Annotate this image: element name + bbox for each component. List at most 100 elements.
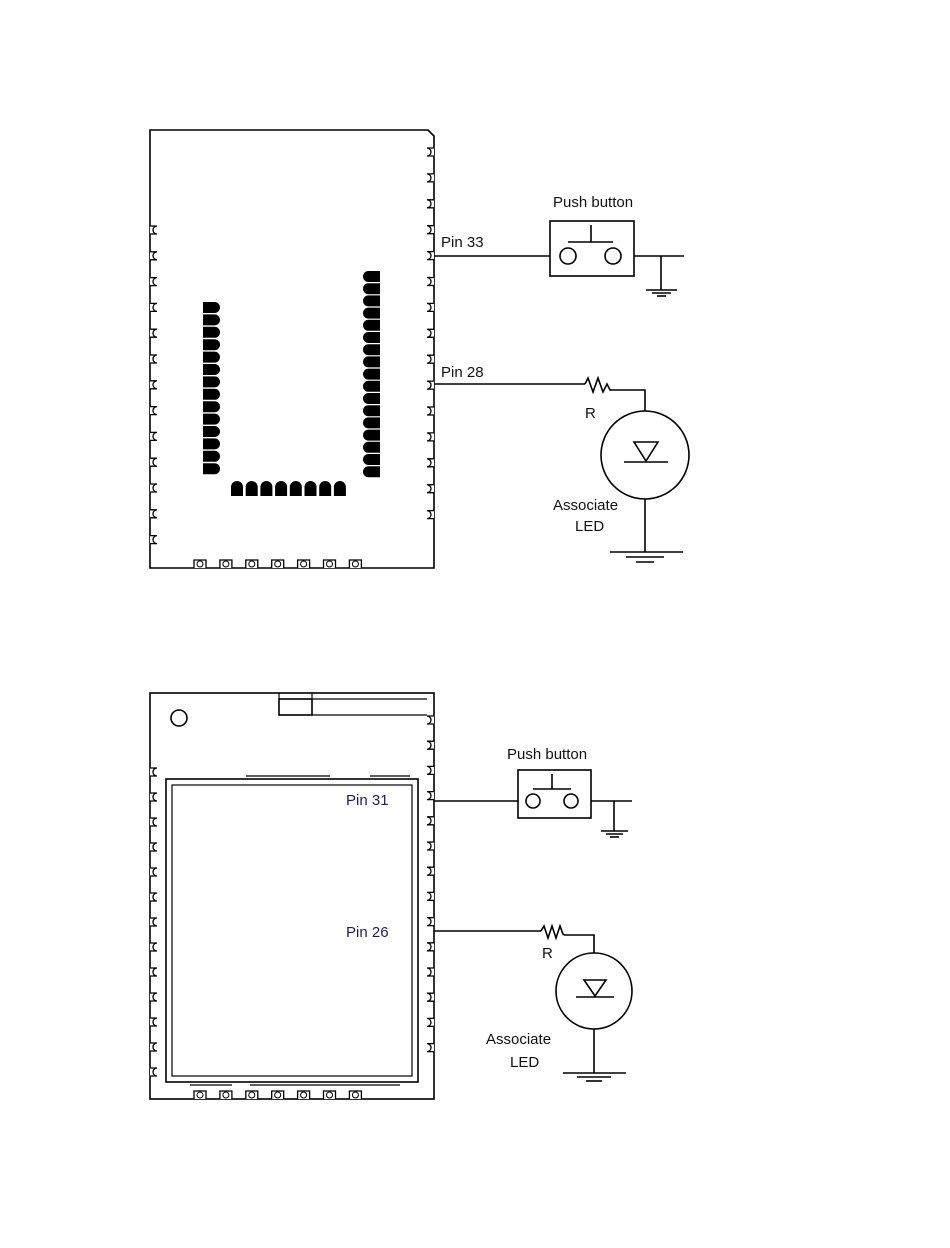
castellated-pad	[427, 943, 434, 951]
inner-pad	[203, 414, 220, 425]
castellated-pad	[427, 918, 434, 926]
castellated-pad	[427, 381, 434, 389]
castellated-pad	[150, 993, 157, 1001]
inner-pad	[203, 426, 220, 437]
inner-pad	[363, 369, 380, 380]
castellated-pad	[150, 943, 157, 951]
castellated-pad	[427, 842, 434, 850]
castellated-pad	[150, 252, 157, 260]
module-bottom-antenna-pad	[279, 699, 312, 715]
led-top	[601, 411, 689, 499]
inner-pad	[203, 352, 220, 363]
led-bottom-label-line1: Associate	[486, 1031, 551, 1048]
castellated-pad	[150, 355, 157, 363]
inner-pad	[203, 364, 220, 375]
resistor-bottom	[541, 926, 564, 938]
castellated-pad	[427, 817, 434, 825]
resistor-top-label: R	[585, 405, 596, 422]
inner-pad	[203, 451, 220, 462]
inner-pad	[363, 430, 380, 441]
inner-pad	[203, 389, 220, 400]
ground-symbol-top-led	[610, 552, 683, 562]
castellated-pad	[427, 355, 434, 363]
inner-pad	[319, 481, 331, 496]
push-button-label-bottom: Push button	[507, 746, 587, 763]
inner-pad	[363, 308, 380, 319]
module-top	[150, 130, 434, 568]
ground-symbol-top-button	[646, 290, 677, 296]
castellated-pad	[427, 433, 434, 441]
castellated-pad	[427, 716, 434, 724]
module-bottom-mount-hole	[171, 710, 187, 726]
castellated-pad	[427, 867, 434, 875]
castellated-pad	[150, 768, 157, 776]
push-button-label-top: Push button	[553, 194, 633, 211]
ground-symbol-bottom-button	[601, 831, 628, 837]
castellated-pad	[427, 407, 434, 415]
castellated-pad	[427, 329, 434, 337]
castellated-pad	[427, 511, 434, 519]
inner-pad	[363, 332, 380, 343]
castellated-pad	[427, 485, 434, 493]
inner-pad	[363, 417, 380, 428]
resistor-top-lead	[610, 390, 645, 411]
castellated-pad	[427, 792, 434, 800]
module-bottom-bottom-pads	[194, 1091, 361, 1099]
inner-pad	[334, 481, 346, 496]
led-bottom-label-line2: LED	[510, 1054, 539, 1071]
inner-pad	[203, 339, 220, 350]
castellated-pad	[150, 843, 157, 851]
inner-pad	[290, 481, 302, 496]
inner-pad	[363, 271, 380, 282]
module-top-inner-bottom-pads	[231, 481, 346, 496]
module-top-inner-left-pads	[203, 302, 220, 474]
module-bottom-left-pads	[150, 768, 157, 1076]
module-top-outline	[150, 130, 434, 568]
inner-pad	[275, 481, 287, 496]
castellated-pad	[150, 918, 157, 926]
castellated-pad	[150, 818, 157, 826]
inner-pad	[203, 376, 220, 387]
inner-pad	[363, 405, 380, 416]
castellated-pad	[150, 793, 157, 801]
castellated-pad	[427, 148, 434, 156]
castellated-pad	[150, 226, 157, 234]
module-top-bottom-pads	[194, 560, 361, 568]
castellated-pad	[427, 459, 434, 467]
pin-33-label: Pin 33	[441, 234, 484, 251]
castellated-pad	[427, 766, 434, 774]
castellated-pad	[150, 1043, 157, 1051]
castellated-pad	[427, 1018, 434, 1026]
inner-pad	[363, 454, 380, 465]
push-button-bottom	[518, 770, 591, 818]
inner-pad	[363, 442, 380, 453]
castellated-pad	[427, 993, 434, 1001]
castellated-pad	[150, 868, 157, 876]
inner-pad	[363, 320, 380, 331]
castellated-pad	[150, 303, 157, 311]
module-top-inner-right-pads	[363, 271, 380, 477]
pin-28-label: Pin 28	[441, 364, 484, 381]
inner-pad	[363, 466, 380, 477]
inner-pad	[363, 381, 380, 392]
inner-pad	[363, 344, 380, 355]
resistor-top	[585, 378, 611, 392]
inner-pad	[231, 481, 243, 496]
castellated-pad	[427, 303, 434, 311]
inner-pad	[260, 481, 272, 496]
castellated-pad	[150, 1068, 157, 1076]
led-bottom	[556, 953, 632, 1029]
inner-pad	[203, 401, 220, 412]
castellated-pad	[150, 968, 157, 976]
inner-pad	[363, 356, 380, 367]
inner-pad	[203, 327, 220, 338]
inner-pad	[203, 302, 220, 313]
castellated-pad	[150, 278, 157, 286]
castellated-pad	[150, 893, 157, 901]
castellated-pad	[427, 174, 434, 182]
pin-26-label: Pin 26	[346, 924, 389, 941]
castellated-pad	[150, 484, 157, 492]
inner-pad	[363, 295, 380, 306]
